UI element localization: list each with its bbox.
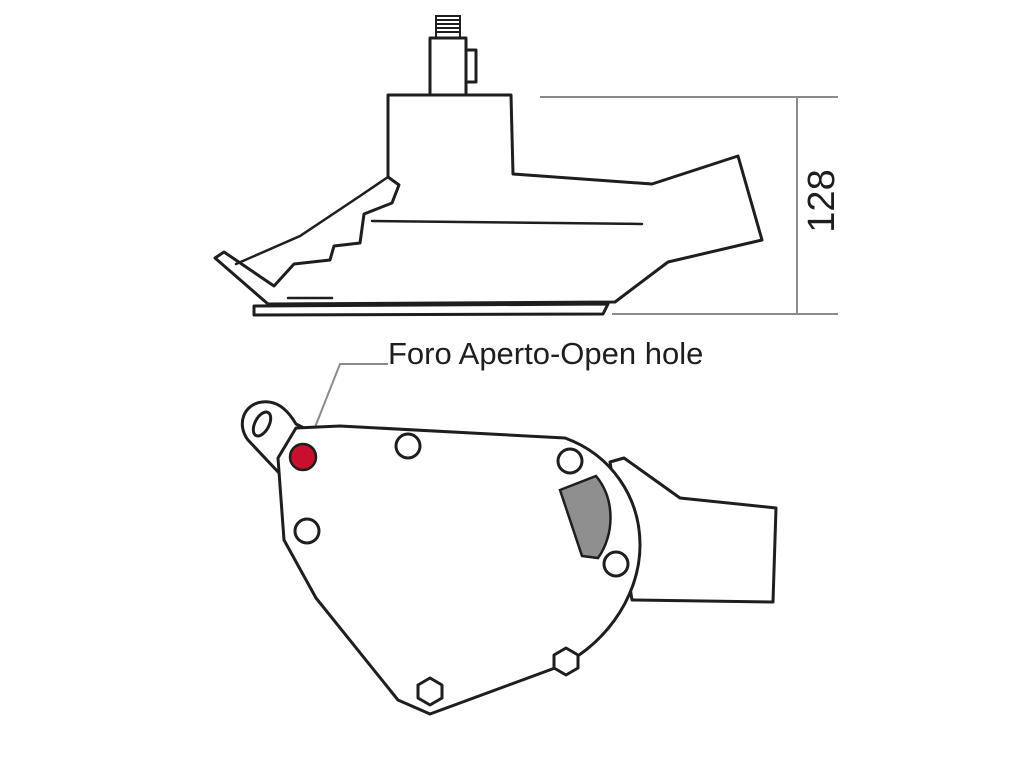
callout-leader-line [303, 363, 388, 456]
hex-bolt [552, 646, 580, 677]
flange-outline [276, 424, 642, 716]
outlet-pipe [608, 456, 778, 604]
kidney-slot [558, 474, 612, 560]
dimension-value: 128 [801, 169, 843, 232]
bolt-hole [556, 447, 584, 475]
stud-tab [464, 48, 478, 84]
top-view [240, 400, 778, 716]
bolt-hole [602, 550, 630, 578]
side-body-outline [213, 93, 764, 306]
bolt-hole [394, 432, 422, 460]
stud-collar [428, 36, 468, 98]
callout-label: Foro Aperto-Open hole [388, 336, 703, 371]
side-view [213, 15, 764, 317]
base-plate [252, 302, 610, 317]
bolt-hole [293, 517, 321, 545]
side-center-line [370, 219, 644, 226]
side-inner-edge [234, 175, 390, 266]
open-hole-callout: Foro Aperto-Open hole [303, 336, 703, 456]
height-dimension: 128 [540, 96, 843, 315]
mounting-ear-hole [251, 410, 273, 438]
hex-bolt [416, 676, 444, 707]
open-hole [288, 442, 318, 472]
thread-lines [436, 19, 460, 33]
